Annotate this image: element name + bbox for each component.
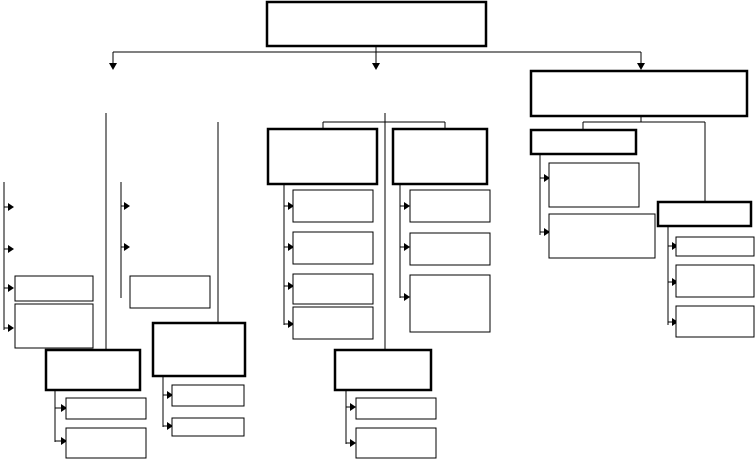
left-bottom-b-arrow-1: [167, 391, 173, 399]
mid-left-child-1: [292, 189, 374, 223]
right-right-grandchild-2: [675, 264, 755, 298]
mid-bottom-child-1: [355, 397, 437, 420]
left-arrow-3: [8, 284, 14, 292]
left-arrow-2: [8, 245, 14, 253]
left-bottom-parent-a: [44, 348, 142, 392]
mid-right-arrow-3: [404, 293, 410, 301]
left-bottom-a-child-2: [65, 427, 147, 459]
left-bottom-b-arrow-2: [167, 422, 173, 430]
mid-left-box: [266, 127, 379, 186]
mid-left-arrow-3: [288, 282, 294, 290]
left-bottom-a-arrow-2: [61, 437, 67, 445]
left-arrow-1: [8, 203, 14, 211]
left-box-3: [129, 275, 211, 309]
mid-right-child-2: [409, 232, 491, 266]
mid-right-child-1: [409, 189, 491, 223]
mid-left-child-3: [292, 273, 374, 305]
mid-left-child-4: [292, 306, 374, 340]
left-b-arrow-1: [124, 202, 130, 210]
mid-right-arrow-2: [404, 243, 410, 251]
right-left-child-box: [529, 128, 638, 156]
branch-arrow-mid: [372, 63, 380, 70]
left-bottom-b-child-2: [171, 417, 245, 437]
right-right-grandchild-1: [675, 236, 755, 257]
mid-left-child-2: [292, 231, 374, 265]
right-left-grandchild-1: [548, 162, 640, 208]
right-right-arrow-1: [672, 242, 678, 250]
right-right-child-box: [656, 200, 753, 228]
mid-right-child-3: [409, 274, 491, 333]
branch-arrow-left: [109, 63, 117, 70]
mid-right-box: [391, 127, 489, 186]
right-left-arrow-1: [544, 174, 550, 182]
left-bottom-a-child-1: [65, 397, 147, 420]
left-box-1: [14, 275, 94, 302]
mid-left-arrow-1: [288, 202, 294, 210]
left-bottom-parent-b: [151, 321, 247, 378]
mid-bottom-arrow-2: [350, 439, 356, 447]
mid-left-arrow-4: [288, 320, 294, 328]
right-right-arrow-3: [672, 318, 678, 326]
root-box: [265, 0, 488, 48]
right-right-grandchild-3: [675, 305, 755, 338]
mid-bottom-child-2: [355, 427, 437, 459]
right-left-arrow-2: [544, 228, 550, 236]
mid-left-arrow-2: [288, 243, 294, 251]
right-left-grandchild-2: [548, 213, 656, 259]
left-bottom-b-child-1: [171, 384, 245, 407]
right-main-box: [529, 69, 749, 118]
mid-right-arrow-1: [404, 202, 410, 210]
mid-bottom-arrow-1: [350, 403, 356, 411]
left-arrow-4: [8, 324, 14, 332]
branch-arrow-right: [637, 63, 645, 70]
left-b-arrow-2: [124, 243, 130, 251]
left-box-2: [14, 303, 94, 349]
mid-bottom-parent: [333, 348, 433, 392]
right-right-arrow-2: [672, 278, 678, 286]
left-bottom-a-arrow-1: [61, 404, 67, 412]
